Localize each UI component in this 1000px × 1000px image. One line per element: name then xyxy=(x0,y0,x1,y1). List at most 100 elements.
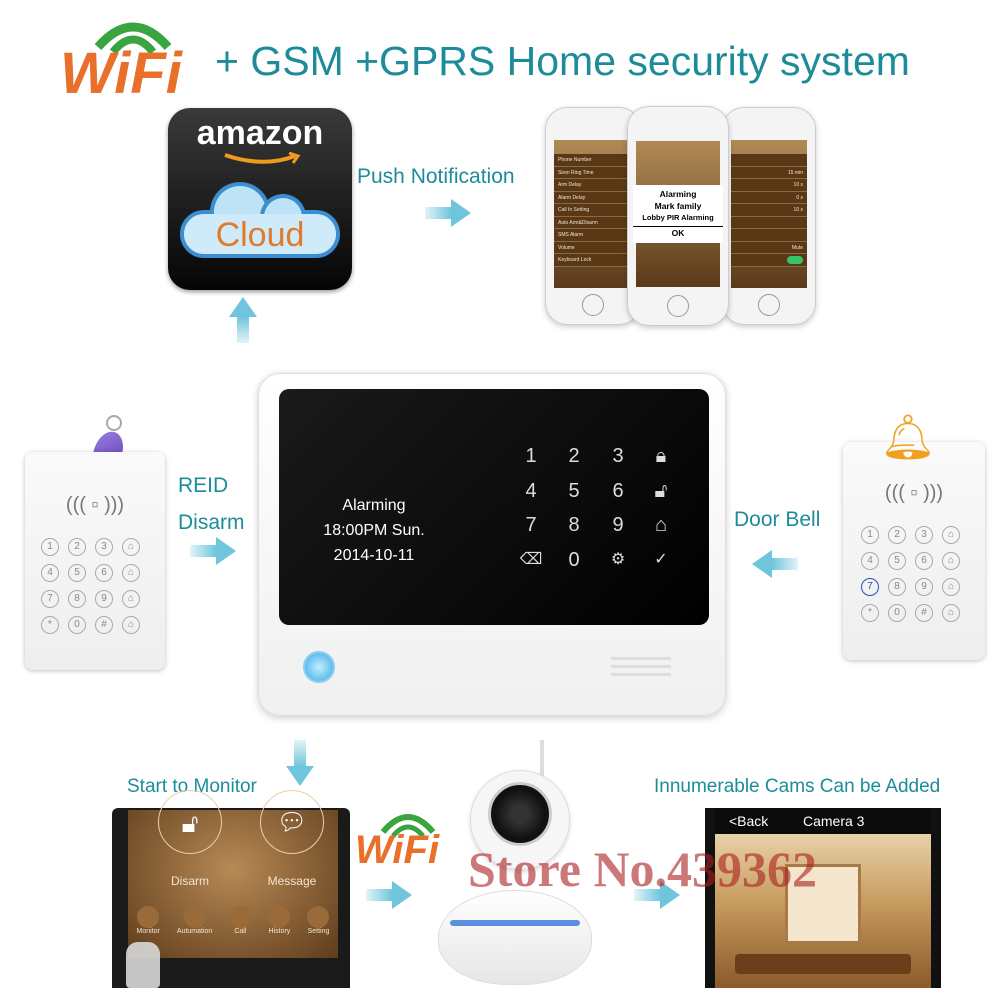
keypad-key[interactable]: 9 xyxy=(95,590,113,608)
keypad-key[interactable]: ⌂ xyxy=(122,564,140,582)
keypad-key[interactable]: 1 xyxy=(41,538,59,556)
key-1[interactable]: 1 xyxy=(525,445,537,467)
key-3[interactable]: 3 xyxy=(612,445,624,467)
keypad-key[interactable]: 0 xyxy=(68,616,86,634)
disarm-label: Disarm xyxy=(171,874,209,888)
backspace-icon[interactable]: ⌫ xyxy=(519,551,543,568)
home-button xyxy=(582,294,604,316)
keypad-key[interactable]: ⌂ xyxy=(122,590,140,608)
wifi-small-logo: WiFi xyxy=(353,800,458,880)
keypad-key[interactable]: # xyxy=(915,604,933,622)
tab-label: Call xyxy=(234,928,247,935)
setting-row: Volume xyxy=(554,241,632,254)
keypad-key[interactable]: 5 xyxy=(68,564,86,582)
setting-row: Phone Number xyxy=(554,154,632,167)
panel-speaker-grille xyxy=(611,657,671,676)
keypad-key[interactable]: 4 xyxy=(41,564,59,582)
keypad-key[interactable]: 4 xyxy=(861,552,879,570)
home-arm-icon[interactable]: ⌂ xyxy=(654,514,668,536)
keypad-key[interactable]: 7 xyxy=(41,590,59,608)
key-9[interactable]: 9 xyxy=(612,514,624,536)
keypad-key[interactable]: ⌂ xyxy=(942,526,960,544)
keypad-key[interactable]: 6 xyxy=(915,552,933,570)
keypad-key[interactable]: ⌂ xyxy=(122,616,140,634)
alarm-dialog: Alarming Mark family Lobby PIR Alarming … xyxy=(633,185,723,243)
amazon-smile-icon xyxy=(224,152,301,164)
phone-alarm-dialog: Alarming Mark family Lobby PIR Alarming … xyxy=(627,106,729,326)
store-watermark: Store No.439362 xyxy=(468,841,818,897)
keypad-key[interactable]: ⌂ xyxy=(942,552,960,570)
setting-value xyxy=(731,229,807,242)
keypad-key[interactable]: * xyxy=(41,616,59,634)
keypad-key[interactable]: 6 xyxy=(95,564,113,582)
setting-row: Call In Setting xyxy=(554,204,632,217)
keypad-key[interactable]: 2 xyxy=(888,526,906,544)
key-7[interactable]: 7 xyxy=(525,514,537,536)
arm-lock-icon[interactable]: 🔒︎ xyxy=(655,445,667,467)
disarm-label: Disarm xyxy=(178,511,245,534)
settings-icon[interactable]: ⚙ xyxy=(610,551,626,568)
keypad-key[interactable]: 8 xyxy=(68,590,86,608)
setting-row: Siren Ring Time xyxy=(554,166,632,179)
setting-value: 0 s xyxy=(731,191,807,204)
key-6[interactable]: 6 xyxy=(612,480,624,502)
keypad-key[interactable]: ⌂ xyxy=(942,604,960,622)
wifi-signal-icon xyxy=(380,814,436,838)
keypad-key[interactable]: 8 xyxy=(888,578,906,596)
setting-value: 15 min xyxy=(731,166,807,179)
bell-icon: 🔔︎ xyxy=(880,413,936,462)
wifi-logo-text: WiFi xyxy=(60,41,182,106)
rfid-reader-icon: ((( ▫ ))) xyxy=(65,494,125,516)
cloud-icon: Cloud xyxy=(180,180,340,258)
panel-power-button[interactable] xyxy=(303,651,335,683)
keypad-key[interactable]: 3 xyxy=(915,526,933,544)
key-0[interactable]: 0 xyxy=(568,549,580,571)
keypad-key[interactable]: * xyxy=(861,604,879,622)
disarm-unlock-icon[interactable]: 🔓︎ xyxy=(654,480,668,502)
camera-lens xyxy=(488,782,552,846)
key-4[interactable]: 4 xyxy=(525,480,537,502)
message-button[interactable]: 💬︎ xyxy=(260,790,324,854)
message-label: Message xyxy=(267,874,317,888)
wifi-logo: WiFi xyxy=(58,2,208,107)
keypad-key[interactable]: 5 xyxy=(888,552,906,570)
setting-row: Alarm Delay xyxy=(554,191,632,204)
keypad-key[interactable]: 0 xyxy=(888,604,906,622)
arrow-right-to-panel xyxy=(190,537,236,565)
keypad-key[interactable]: 9 xyxy=(915,578,933,596)
tab-setting[interactable]: Setting xyxy=(307,906,330,935)
tab-automation[interactable]: Autumation xyxy=(177,906,212,935)
arrow-left-to-panel xyxy=(752,550,798,578)
disarm-button[interactable]: 🔓︎ xyxy=(158,790,222,854)
back-button[interactable]: <Back xyxy=(729,813,769,829)
screen-status: Alarming xyxy=(342,497,406,514)
setting-row: Auto Arm&Disarm xyxy=(554,216,632,229)
key-5[interactable]: 5 xyxy=(568,480,580,502)
key-8[interactable]: 8 xyxy=(568,514,580,536)
arrow-right-to-cam-view xyxy=(634,881,680,909)
tab-history[interactable]: History xyxy=(268,906,291,935)
keypad-key[interactable]: ⌂ xyxy=(942,578,960,596)
keypad-key[interactable]: 7 xyxy=(861,578,879,596)
mute-ok-icon[interactable]: ✓ xyxy=(654,551,668,568)
key-2[interactable]: 2 xyxy=(568,445,580,467)
tab-call[interactable]: Call xyxy=(229,906,252,935)
rfid-tag-icon xyxy=(87,415,132,477)
start-monitor-label: Start to Monitor xyxy=(127,776,257,797)
tab-monitor[interactable]: Monitor xyxy=(137,906,160,935)
wifi-logo-text: WiFi xyxy=(355,828,440,872)
keypad-key[interactable]: # xyxy=(95,616,113,634)
tab-label: Monitor xyxy=(136,928,160,935)
tab-label: History xyxy=(268,928,291,935)
keypad-key[interactable]: 3 xyxy=(95,538,113,556)
push-notification-label: Push Notification xyxy=(357,165,515,188)
dialog-ok-button[interactable]: OK xyxy=(633,226,723,239)
keypad-key[interactable]: 2 xyxy=(68,538,86,556)
page-title: + GSM +GPRS Home security system xyxy=(215,38,910,84)
setting-value: Mute xyxy=(731,241,807,254)
keypad-key[interactable]: 1 xyxy=(861,526,879,544)
keypad-key[interactable]: ⌂ xyxy=(122,538,140,556)
phone-settings-right: 15 min 10 s 0 s 10 s Mute xyxy=(722,107,816,325)
